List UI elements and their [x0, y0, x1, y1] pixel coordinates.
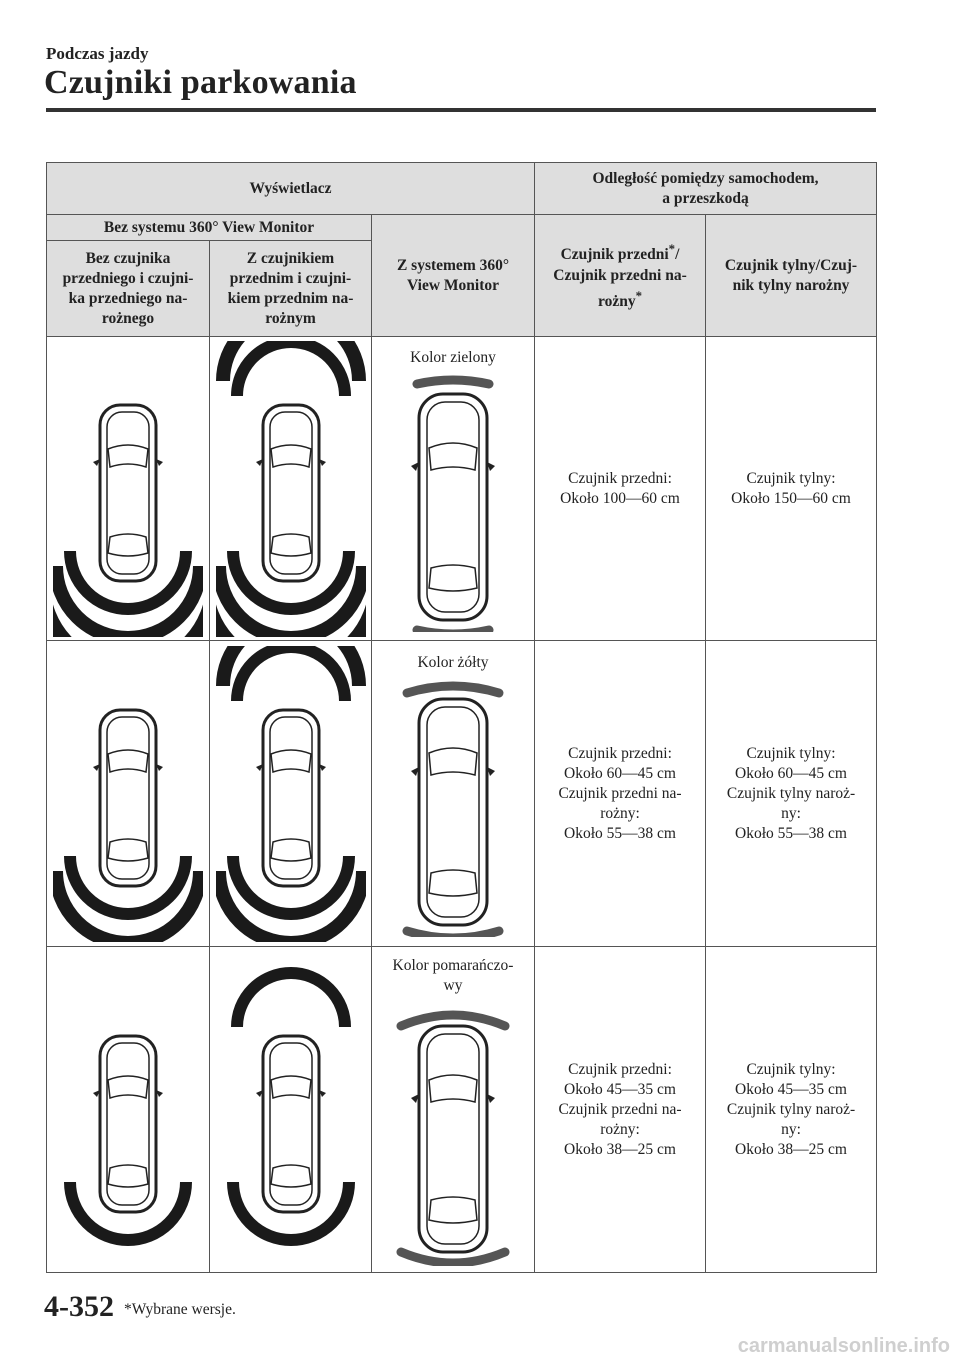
- section-label: Podczas jazdy: [46, 44, 149, 63]
- header-col-no-front-sensor: Bez czujnika przedniego i czujni- ka prz…: [46, 240, 210, 337]
- title-rule: [46, 108, 876, 112]
- parking-sensor-table: Wyświetlacz Odległość pomiędzy samochode…: [45, 162, 878, 1273]
- car-illustration-rear-only: [46, 946, 210, 1273]
- table-row: Kolor pomarańczo- wy Czujnik przedni: Ok…: [46, 946, 878, 1273]
- car-illustration-front-rear: [209, 336, 372, 641]
- rear-distance: Czujnik tylny: Około 60—45 cm Czujnik ty…: [705, 640, 878, 947]
- car-illustration-front-rear: [209, 946, 372, 1273]
- table-row: Kolor zielony Czujnik przedni: Około 100…: [46, 336, 878, 641]
- car-illustration-rear-only: [46, 336, 210, 641]
- car-illustration-360: Kolor pomarańczo- wy: [370, 946, 536, 1273]
- front-distance: Czujnik przedni: Około 100—60 cm: [534, 336, 707, 641]
- header-distance: Odległość pomiędzy samochodem, a przeszk…: [534, 162, 878, 215]
- page-number: 4-352: [44, 1290, 114, 1323]
- car-illustration-360: Kolor żółty: [370, 640, 536, 947]
- header-front-sensor: Czujnik przedni*/ Czujnik przedni na- ro…: [534, 214, 707, 337]
- header-rear-sensor: Czujnik tylny/Czuj- nik tylny narożny: [705, 214, 878, 337]
- header-display: Wyświetlacz: [45, 162, 536, 215]
- car-illustration-360: Kolor zielony: [370, 336, 536, 641]
- watermark: carmanualsonline.info: [737, 1335, 950, 1357]
- footnote: *Wybrane wersje.: [124, 1301, 236, 1318]
- car-illustration-rear-only: [46, 640, 210, 947]
- color-label: Kolor zielony: [410, 349, 496, 366]
- rear-distance: Czujnik tylny: Około 150—60 cm: [705, 336, 878, 641]
- front-distance: Czujnik przedni: Około 60—45 cm Czujnik …: [534, 640, 707, 947]
- header-col-with-front-sensor: Z czujnikiem przednim i czujni- kiem prz…: [209, 240, 372, 337]
- table-row: Kolor żółty Czujnik przedni: Około 60—45…: [46, 640, 878, 947]
- header-without-360: Bez systemu 360° View Monitor: [46, 214, 372, 241]
- page-title: Czujniki parkowania: [44, 64, 357, 101]
- color-label: Kolor pomarańczo- wy: [392, 957, 514, 994]
- car-illustration-front-rear: [209, 640, 372, 947]
- front-distance: Czujnik przedni: Około 45—35 cm Czujnik …: [534, 946, 707, 1273]
- rear-distance: Czujnik tylny: Około 45—35 cm Czujnik ty…: [705, 946, 878, 1273]
- header-with-360: Z systemem 360° View Monitor: [370, 214, 536, 337]
- color-label: Kolor żółty: [417, 654, 489, 671]
